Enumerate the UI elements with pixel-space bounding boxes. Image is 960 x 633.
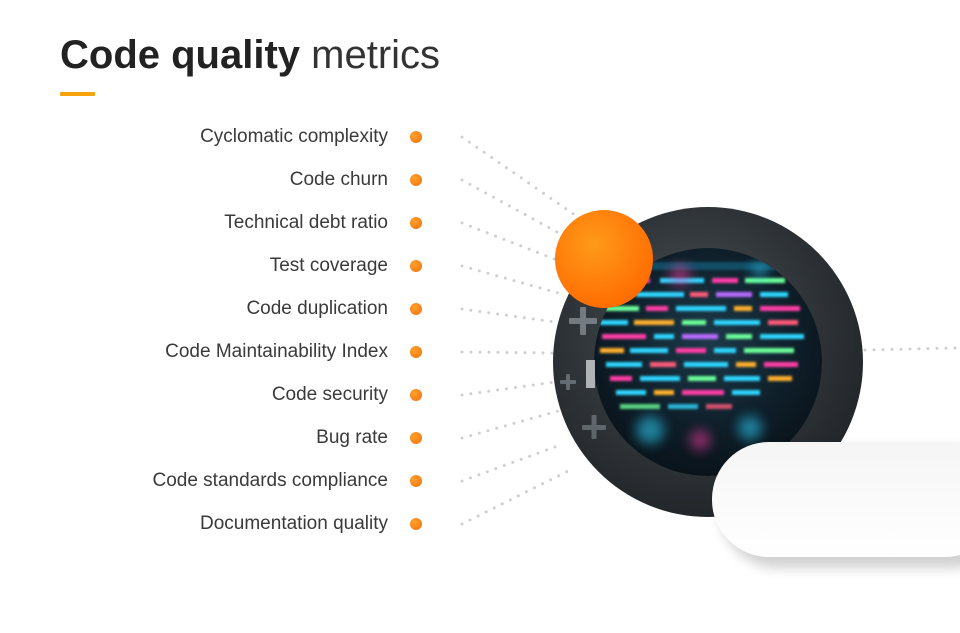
connector-line bbox=[460, 409, 560, 440]
metric-label: Code duplication bbox=[246, 298, 388, 319]
metric-label: Test coverage bbox=[269, 255, 388, 276]
plus-icon bbox=[560, 374, 576, 390]
connector-line bbox=[460, 221, 564, 264]
metric-item: Bug rate bbox=[0, 425, 440, 451]
metric-item: Code standards compliance bbox=[0, 468, 440, 494]
title-bold: Code quality bbox=[60, 33, 301, 77]
bullet-dot-icon bbox=[410, 131, 422, 143]
plus-icon bbox=[569, 307, 597, 335]
title-light: metrics bbox=[311, 33, 441, 77]
metric-item: Code Maintainability Index bbox=[0, 339, 440, 365]
page-title: Code quality metrics bbox=[60, 30, 440, 80]
metric-item: Documentation quality bbox=[0, 511, 440, 537]
connector-line bbox=[460, 442, 565, 483]
metric-label: Documentation quality bbox=[200, 513, 388, 534]
plus-icon bbox=[582, 415, 606, 439]
bullet-dot-icon bbox=[410, 432, 422, 444]
metric-item: Cyclomatic complexity bbox=[0, 124, 440, 150]
connector-line bbox=[863, 346, 957, 352]
bullet-dot-icon bbox=[410, 346, 422, 358]
connector-line bbox=[460, 350, 555, 355]
metric-label: Code security bbox=[271, 384, 388, 405]
bullet-dot-icon bbox=[410, 475, 422, 487]
bullet-dot-icon bbox=[410, 217, 422, 229]
white-pill-shape bbox=[712, 442, 960, 568]
metric-label: Bug rate bbox=[316, 427, 388, 448]
metric-item: Code security bbox=[0, 382, 440, 408]
bullet-dot-icon bbox=[410, 389, 422, 401]
orange-accent-circle bbox=[555, 210, 653, 308]
metric-label: Code Maintainability Index bbox=[165, 341, 388, 362]
metric-list: Cyclomatic complexity Code churn Technic… bbox=[0, 0, 440, 633]
metric-label: Technical debt ratio bbox=[224, 212, 388, 233]
accent-bar bbox=[586, 360, 595, 388]
bullet-dot-icon bbox=[410, 174, 422, 186]
metric-item: Technical debt ratio bbox=[0, 210, 440, 236]
metric-label: Cyclomatic complexity bbox=[200, 126, 388, 147]
bullet-dot-icon bbox=[410, 260, 422, 272]
bullet-dot-icon bbox=[410, 303, 422, 315]
metric-item: Test coverage bbox=[0, 253, 440, 279]
metric-label: Code churn bbox=[289, 169, 388, 190]
metric-item: Code duplication bbox=[0, 296, 440, 322]
connector-line bbox=[460, 264, 560, 295]
metric-item: Code churn bbox=[0, 167, 440, 193]
bullet-dot-icon bbox=[410, 518, 422, 530]
metric-label: Code standards compliance bbox=[152, 470, 388, 491]
title-underline bbox=[60, 92, 95, 96]
